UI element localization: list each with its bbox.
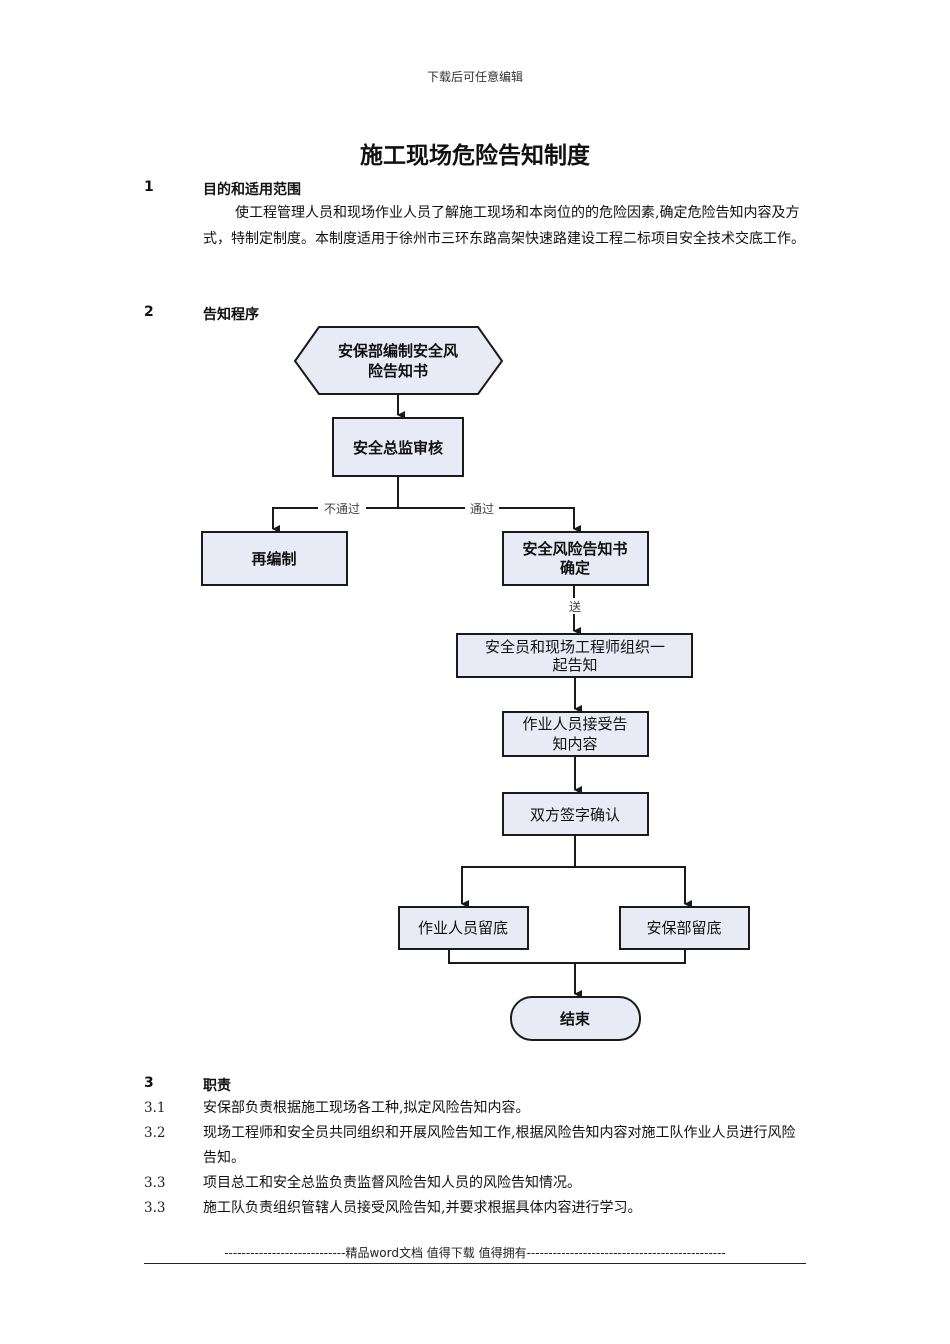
organize-node-line2: 起告知	[552, 656, 597, 674]
start-node	[293, 326, 504, 395]
safety-keep-node	[619, 906, 750, 950]
pass-label: 通过	[470, 502, 494, 516]
duty-4-number: 3.3	[144, 1200, 166, 1216]
start-node-line2: 险告知书	[368, 362, 428, 380]
section-2-number: 2	[144, 304, 154, 320]
header-note: 下载后可任意编辑	[426, 70, 523, 84]
fail-label: 不通过	[324, 502, 360, 516]
connector-to-safety	[575, 866, 692, 908]
connector-pass	[398, 507, 581, 533]
receive-node-line1: 作业人员接受告	[522, 715, 627, 733]
duty-1-text: 安保部负责根据施工现场各工种,拟定风险告知内容。	[203, 1100, 530, 1116]
duty-2-text: 现场工程师和安全员共同组织和开展风险告知工作,根据风险告知内容对施工队作业人员进…	[203, 1125, 796, 1166]
section-1-title: 目的和适用范围	[203, 182, 301, 198]
confirm-node-line2: 确定	[560, 559, 590, 577]
duty-1-number: 3.1	[144, 1100, 166, 1116]
footer-text: ----------------------------精品word文档 值得下…	[224, 1246, 726, 1260]
confirm-node	[502, 531, 649, 586]
section-1-number: 1	[144, 179, 154, 195]
sign-node-label: 双方签字确认	[530, 806, 620, 824]
workers-keep-label: 作业人员留底	[418, 919, 508, 937]
recompile-node-label: 再编制	[251, 550, 296, 568]
end-node-label: 结束	[560, 1010, 591, 1028]
start-node-line1: 安保部编制安全风	[338, 342, 458, 360]
duty-2-number: 3.2	[144, 1125, 166, 1141]
end-node	[510, 996, 641, 1041]
document-title: 施工现场危险告知制度	[360, 142, 590, 169]
send-label: 送	[569, 599, 581, 614]
receive-node	[502, 711, 649, 757]
confirm-node-line1: 安全风险告知书	[522, 540, 627, 558]
connector-to-workers	[461, 866, 575, 908]
workers-keep-node	[398, 906, 529, 950]
purpose-paragraph: 使工程管理人员和现场作业人员了解施工现场和本岗位的的危险因素,确定危险告知内容及…	[203, 205, 805, 247]
duty-3-number: 3.3	[144, 1175, 166, 1191]
organize-node-line1: 安全员和现场工程师组织一	[485, 638, 665, 656]
recompile-node	[201, 531, 348, 586]
footer-divider	[144, 1263, 806, 1264]
duty-3-text: 项目总工和安全总监负责监督风险告知人员的风险告知情况。	[203, 1175, 581, 1191]
section-3-title: 职责	[203, 1078, 231, 1094]
review-node-label: 安全总监审核	[353, 439, 443, 457]
duty-4-text: 施工队负责组织管辖人员接受风险告知,并要求根据具体内容进行学习。	[203, 1200, 642, 1216]
receive-node-line2: 知内容	[552, 735, 597, 753]
safety-keep-label: 安保部留底	[646, 919, 721, 937]
sign-node	[502, 792, 649, 836]
organize-node	[456, 633, 693, 678]
connector-merge	[448, 949, 686, 964]
review-node	[332, 417, 464, 477]
section-3-number: 3	[144, 1075, 154, 1091]
section-2-title: 告知程序	[203, 307, 259, 323]
